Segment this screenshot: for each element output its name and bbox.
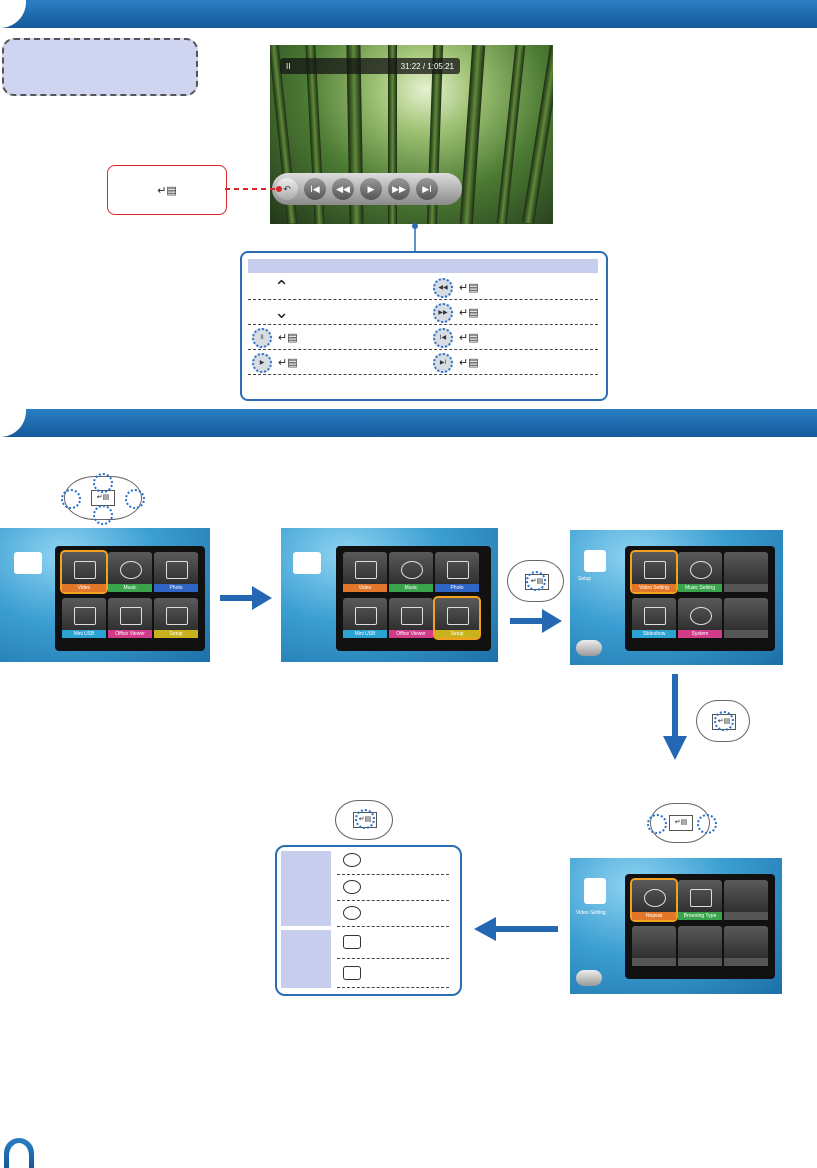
back-button[interactable] bbox=[576, 640, 602, 656]
callout-connector bbox=[225, 186, 282, 192]
arrow-down-icon bbox=[672, 674, 678, 738]
pause-icon[interactable]: II bbox=[286, 61, 291, 71]
home-screen-1: Video Music Photo Mini USB Office Viewer… bbox=[0, 528, 210, 662]
arrow-right-icon bbox=[220, 595, 254, 601]
repeat-group bbox=[281, 851, 331, 926]
return-callout: ↵▤ bbox=[107, 165, 227, 215]
play-button[interactable]: ▶ bbox=[360, 178, 382, 200]
arrow-left-icon bbox=[494, 926, 558, 932]
back-button[interactable] bbox=[576, 970, 602, 986]
directional-pad-icon: ↵▤ bbox=[696, 700, 750, 742]
previous-button[interactable]: I◀ bbox=[304, 178, 326, 200]
table-row: II ↵▤ I◀ ↵▤ bbox=[248, 326, 598, 350]
section-header-bar-1 bbox=[0, 0, 817, 28]
tile-label[interactable]: Photo bbox=[435, 584, 479, 592]
enter-icon: ↵▤ bbox=[459, 332, 479, 344]
video-time-bar: II 31:22 / 1:05:21 bbox=[280, 58, 460, 74]
tile-label[interactable]: Slideshow bbox=[632, 630, 676, 638]
tile-label[interactable]: Setup bbox=[435, 630, 479, 638]
list-view-icon[interactable] bbox=[343, 935, 361, 949]
rewind-button[interactable]: ◀◀ bbox=[332, 178, 354, 200]
table-row: ⌄ ▶▶ ↵▤ bbox=[248, 301, 598, 325]
page-badge bbox=[4, 1138, 34, 1168]
directional-pad-icon: ↵▤ bbox=[335, 800, 393, 840]
tile-label[interactable]: Video Setting bbox=[632, 584, 676, 592]
repeat-off-icon[interactable] bbox=[343, 906, 361, 920]
previous-key-icon: I◀ bbox=[433, 327, 453, 348]
table-row: ▶ ↵▤ ▶I ↵▤ bbox=[248, 351, 598, 375]
play-key-icon: ▶ bbox=[252, 352, 272, 373]
return-button[interactable]: ↶ bbox=[276, 178, 298, 200]
tile-label[interactable]: Repeat bbox=[632, 912, 676, 920]
directional-pad-icon: ↵▤ bbox=[61, 473, 145, 525]
next-button[interactable]: ▶I bbox=[416, 178, 438, 200]
table-row: ⌃ ◀◀ ↵▤ bbox=[248, 276, 598, 300]
video-playback-screen: II 31:22 / 1:05:21 ↶ I◀ ◀◀ ▶ ▶▶ ▶I bbox=[270, 45, 553, 224]
tile-label[interactable]: Browsing Type bbox=[678, 912, 722, 920]
note-box bbox=[2, 38, 198, 96]
enter-icon: ↵▤ bbox=[278, 332, 298, 344]
home-icon bbox=[293, 552, 321, 574]
rewind-key-icon: ◀◀ bbox=[433, 277, 453, 298]
control-table: ⌃ ◀◀ ↵▤ ⌄ ▶▶ ↵▤ II ↵▤ I◀ ↵▤ ▶ ↵▤ ▶I ↵▤ bbox=[240, 251, 608, 401]
tile-label[interactable]: Music bbox=[108, 584, 152, 592]
video-setting-screen: Video Setting Repeat Browsing Type bbox=[570, 858, 782, 994]
setup-title: Setup bbox=[578, 576, 592, 582]
tile-label[interactable]: Office Viewer bbox=[108, 630, 152, 638]
enter-icon: ↵▤ bbox=[278, 357, 298, 369]
enter-icon: ↵▤ bbox=[157, 184, 177, 197]
up-arrow-icon: ⌃ bbox=[274, 277, 290, 297]
table-connector bbox=[412, 223, 418, 252]
tile-label[interactable]: Video bbox=[343, 584, 387, 592]
tile-label[interactable]: Photo bbox=[154, 584, 198, 592]
section-header-bar-2 bbox=[0, 409, 817, 437]
next-key-icon: ▶I bbox=[433, 352, 453, 373]
home-screen-2: Video Music Photo Mini USB Office Viewer… bbox=[281, 528, 498, 662]
directional-pad-icon: ↵▤ bbox=[647, 803, 717, 843]
video-setting-options bbox=[275, 845, 462, 996]
down-arrow-icon: ⌄ bbox=[274, 302, 290, 322]
tile-label[interactable]: Mini USB bbox=[62, 630, 106, 638]
setup-screen: Setup Video Setting Music Setting Slides… bbox=[570, 530, 783, 665]
home-icon bbox=[14, 552, 42, 574]
tile-label[interactable]: Office Viewer bbox=[389, 630, 433, 638]
tile-label[interactable]: Mini USB bbox=[343, 630, 387, 638]
fast-forward-key-icon: ▶▶ bbox=[433, 302, 453, 323]
fast-forward-button[interactable]: ▶▶ bbox=[388, 178, 410, 200]
tile-label[interactable]: Video bbox=[62, 584, 106, 592]
tile-label[interactable]: System bbox=[678, 630, 722, 638]
pause-key-icon: II bbox=[252, 327, 272, 348]
video-setting-title: Video Setting bbox=[576, 910, 606, 916]
browsing-type-group bbox=[281, 930, 331, 988]
enter-icon: ↵▤ bbox=[459, 307, 479, 319]
repeat-one-icon[interactable] bbox=[343, 880, 361, 894]
tile-label[interactable]: Music bbox=[389, 584, 433, 592]
player-control-bar: ↶ I◀ ◀◀ ▶ ▶▶ ▶I bbox=[272, 173, 462, 205]
directional-pad-icon: ↵▤ bbox=[507, 560, 564, 602]
enter-icon: ↵▤ bbox=[459, 282, 479, 294]
repeat-all-icon[interactable] bbox=[343, 853, 361, 867]
arrow-right-icon bbox=[510, 618, 544, 624]
tile-label[interactable]: Setup bbox=[154, 630, 198, 638]
table-header bbox=[248, 259, 598, 273]
setup-icon bbox=[584, 550, 606, 572]
tile-label[interactable]: Music Setting bbox=[678, 584, 722, 592]
enter-icon: ↵▤ bbox=[459, 357, 479, 369]
video-setting-icon bbox=[584, 878, 606, 904]
thumbnail-view-icon[interactable] bbox=[343, 966, 361, 980]
video-time: 31:22 / 1:05:21 bbox=[400, 61, 454, 71]
